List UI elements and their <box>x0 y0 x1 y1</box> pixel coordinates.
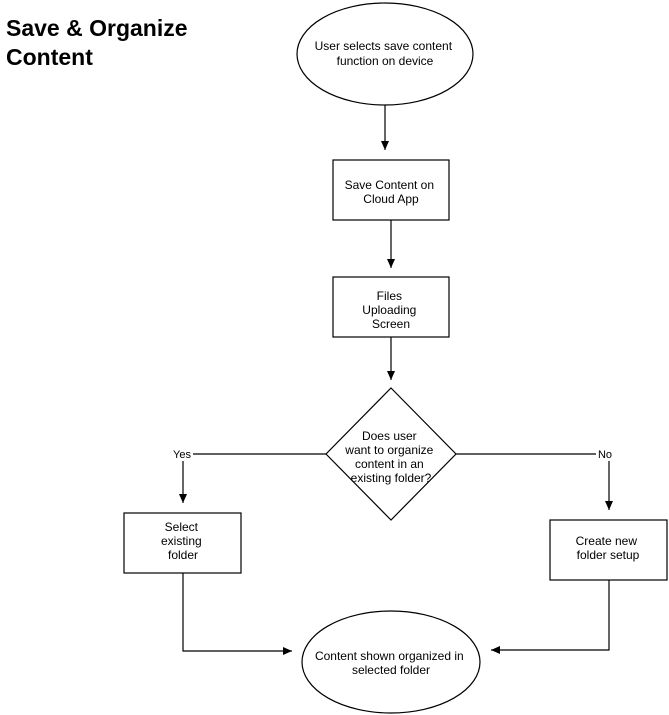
create-node-line-2: folder setup <box>577 548 640 562</box>
svg-text:Save Content on Cloud Ap: Save Content on Cloud App <box>345 178 438 206</box>
decision-node: Does user want to organize content in an… <box>325 387 457 521</box>
create-folder-node: Create new folder setup <box>549 519 668 581</box>
upload-node-line-3: Screen <box>372 317 410 331</box>
svg-text:Content shown organized in: Content shown organized in selected fold… <box>315 649 467 677</box>
svg-text:Does user want to organi: Does user want to organize content in an… <box>344 429 436 485</box>
start-node: User selects save content function on de… <box>296 2 474 106</box>
svg-text:Files Uploading Sc: Files Uploading Screen <box>362 289 419 331</box>
no-label: No <box>598 449 612 461</box>
save-node-line-1: Save Content on <box>345 178 434 192</box>
save-content-node: Save Content on Cloud App <box>332 159 450 221</box>
edge-create-to-end <box>491 580 610 654</box>
uploading-screen-node: Files Uploading Screen <box>332 276 450 338</box>
diagram-title: Save & Organize Content <box>6 14 188 72</box>
decision-line-2: want to organize <box>344 443 433 457</box>
decision-line-3: content in an <box>355 457 424 471</box>
title-line-2: Content <box>6 44 93 70</box>
upload-node-line-2: Uploading <box>362 303 416 317</box>
create-node-line-1: Create new <box>576 534 638 548</box>
svg-text:User selects save content: User selects save content function on de… <box>315 39 456 68</box>
select-node-line-3: folder <box>168 548 198 562</box>
upload-node-line-1: Files <box>377 289 402 303</box>
save-node-line-2: Cloud App <box>363 192 419 206</box>
title-line-1: Save & Organize <box>6 15 188 41</box>
end-node-line-1: Content shown organized in <box>315 649 464 663</box>
svg-text:Select existing fo: Select existing folder <box>161 520 205 562</box>
svg-text:Create new folder setup: Create new folder setup <box>576 534 641 562</box>
edge-yes-branch <box>179 453 326 503</box>
edge-no-branch <box>456 453 613 510</box>
edge-select-to-end <box>182 573 292 655</box>
select-node-line-1: Select <box>165 520 199 534</box>
end-node: Content shown organized in selected fold… <box>301 610 481 714</box>
decision-line-1: Does user <box>362 429 417 443</box>
start-node-line-2: function on device <box>337 54 434 68</box>
start-node-line-1: User selects save content <box>315 39 453 53</box>
decision-line-4: existing folder? <box>351 471 432 485</box>
end-node-line-2: selected folder <box>352 663 430 677</box>
select-folder-node: Select existing folder <box>123 512 242 574</box>
yes-label: Yes <box>173 449 191 461</box>
select-node-line-2: existing <box>161 534 202 548</box>
